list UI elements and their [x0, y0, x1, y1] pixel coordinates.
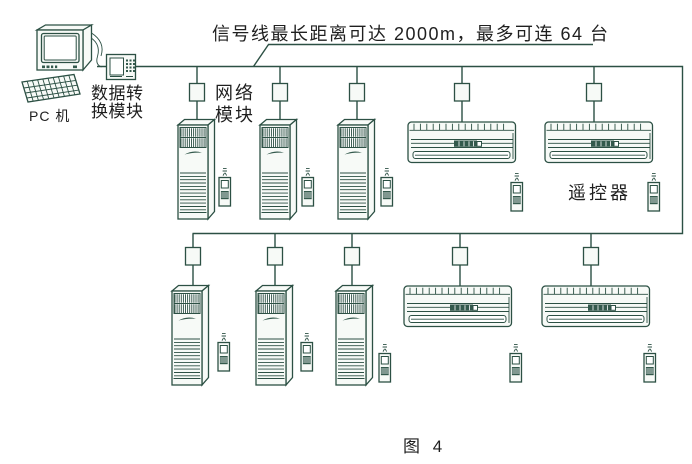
- brand-swoosh-logo: [342, 317, 360, 321]
- floor-ac-unit: [170, 284, 211, 387]
- remote-control: [217, 333, 231, 372]
- brand-swoosh-logo: [344, 151, 362, 155]
- pc-label: PC 机: [29, 108, 71, 124]
- remote-control: [300, 333, 314, 372]
- remote-controller-label: 遥控器: [568, 183, 631, 203]
- wall-ac-unit: [544, 121, 654, 164]
- data-converter-module: [105, 53, 137, 81]
- display-panel: [450, 304, 473, 311]
- brand-swoosh-logo: [184, 151, 202, 155]
- note-pointer-line: [252, 44, 270, 67]
- network-module: [348, 82, 366, 102]
- brand-swoosh-logo: [266, 151, 284, 155]
- signal-line-note: 信号线最长距离可达 2000m，最多可连 64 台: [212, 24, 610, 44]
- network-module: [184, 246, 202, 266]
- network-module: [582, 246, 600, 266]
- display-panel: [591, 140, 614, 147]
- network-module-label-line-2: 模块: [215, 105, 255, 125]
- network-module: [188, 82, 206, 102]
- figure-caption: 图 4: [403, 437, 447, 456]
- remote-control: [647, 173, 661, 212]
- display-panel: [588, 304, 611, 311]
- remote-control: [218, 168, 232, 207]
- floor-ac-unit: [176, 118, 217, 221]
- network-module-label-line-1: 网络: [215, 83, 255, 103]
- network-module: [266, 246, 284, 266]
- network-module-label: 网络 模块: [215, 82, 255, 126]
- remote-control: [380, 168, 394, 207]
- network-module: [343, 246, 361, 266]
- network-module: [451, 246, 469, 266]
- wall-ac-unit: [541, 285, 651, 328]
- data-converter-label-line-1: 数据转: [91, 84, 144, 103]
- remote-control: [510, 173, 524, 212]
- floor-ac-unit: [334, 284, 375, 387]
- pc-keyboard: [21, 73, 81, 103]
- remote-control: [643, 344, 657, 383]
- data-converter-label: 数据转 换模块: [91, 85, 144, 121]
- floor-ac-unit: [336, 118, 377, 221]
- wall-ac-unit: [407, 121, 517, 164]
- remote-control: [301, 168, 315, 207]
- brand-swoosh-logo: [262, 317, 280, 321]
- pc: [21, 23, 103, 103]
- pc-monitor: [34, 23, 94, 72]
- network-module: [271, 82, 289, 102]
- wall-ac-unit: [403, 285, 513, 328]
- floor-ac-unit: [254, 284, 295, 387]
- floor-ac-unit: [258, 118, 299, 221]
- remote-control: [378, 344, 392, 383]
- network-module: [453, 82, 471, 102]
- data-converter-label-line-2: 换模块: [91, 102, 144, 121]
- remote-control: [509, 344, 523, 383]
- display-panel: [454, 140, 477, 147]
- network-module: [585, 82, 603, 102]
- bus-wiring: [97, 65, 684, 286]
- brand-swoosh-logo: [178, 317, 196, 321]
